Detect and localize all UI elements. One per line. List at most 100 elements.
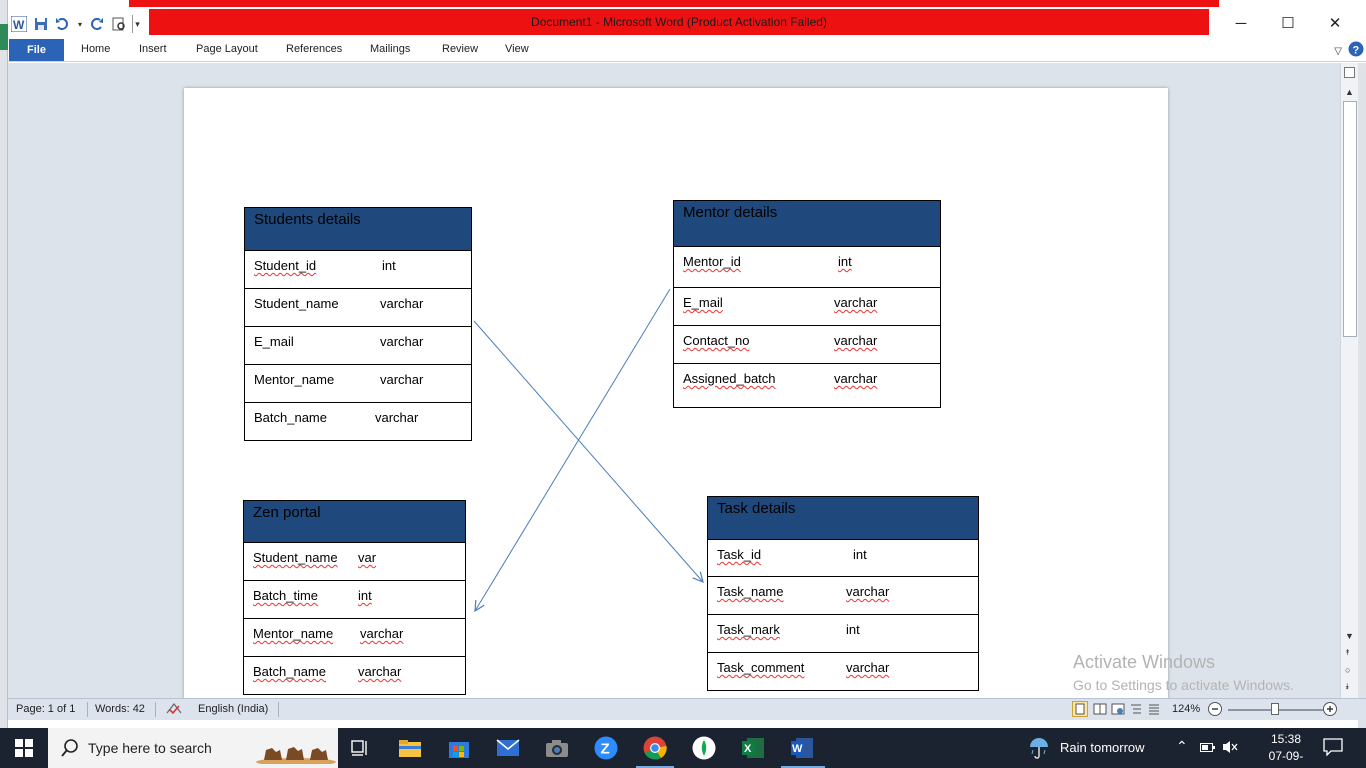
ribbon-tabs: File Home Insert Page Layout References … <box>8 38 1366 62</box>
scroll-down-icon[interactable]: ▼ <box>1345 631 1354 641</box>
taskbar-search-box[interactable]: Type here to search <box>48 728 338 768</box>
tab-references[interactable]: References <box>286 43 343 55</box>
field-name: Task_name <box>717 584 784 599</box>
mongodb-compass-icon[interactable] <box>690 734 718 762</box>
zoom-slider-thumb[interactable] <box>1271 703 1279 715</box>
clock[interactable]: 15:38 07-09-2023 <box>1258 731 1314 768</box>
clock-date: 07-09-2023 <box>1268 749 1304 768</box>
weather-icon[interactable] <box>1028 736 1050 763</box>
title-bar-highlight <box>129 0 1219 7</box>
minimize-button[interactable]: ─ <box>1218 10 1264 36</box>
svg-text:X: X <box>744 743 752 755</box>
zoom-out-icon[interactable] <box>1207 701 1223 720</box>
mail-icon[interactable] <box>494 734 522 762</box>
proofing-icon[interactable] <box>165 701 183 720</box>
field-type: varchar <box>380 372 424 387</box>
word-logo-icon[interactable]: W <box>10 15 28 33</box>
field-name: Mentor_id <box>683 254 741 269</box>
next-page-icon[interactable]: ⯯ <box>1345 682 1350 691</box>
excel-icon[interactable]: X <box>739 734 767 762</box>
save-icon[interactable] <box>32 15 50 33</box>
ribbon-collapse-icon[interactable]: ▽ <box>1334 46 1342 57</box>
field-name: Student_name <box>254 296 339 311</box>
battery-icon[interactable] <box>1200 741 1216 756</box>
tab-view[interactable]: View <box>505 43 529 55</box>
notifications-icon[interactable] <box>1323 738 1343 761</box>
field-name: E_mail <box>254 334 294 349</box>
field-name: Mentor_name <box>253 626 334 641</box>
field-name: Assigned_batch <box>683 371 776 386</box>
tab-home[interactable]: Home <box>81 43 111 55</box>
undo-icon[interactable] <box>54 15 72 33</box>
tab-insert[interactable]: Insert <box>139 43 167 55</box>
maximize-button[interactable]: ☐ <box>1265 10 1311 36</box>
scrollbar-thumb[interactable] <box>1343 101 1357 337</box>
page-count[interactable]: Page: 1 of 1 <box>16 703 76 715</box>
activate-windows-watermark: Activate Windows Go to Settings to activ… <box>1073 652 1294 693</box>
scroll-up-icon[interactable]: ▲ <box>1345 87 1354 97</box>
browse-object-icon[interactable]: ○ <box>1345 665 1351 675</box>
word-taskbar-icon[interactable]: W <box>788 734 816 762</box>
table-title: Mentor details <box>674 201 940 247</box>
tab-file[interactable]: File <box>9 39 64 61</box>
field-type: varchar <box>834 295 878 310</box>
customize-toolbar-icon[interactable]: ▾ <box>132 15 142 33</box>
tab-review[interactable]: Review <box>442 43 479 55</box>
draft-view-icon[interactable] <box>1146 701 1162 720</box>
previous-page-icon[interactable]: ⯭ <box>1345 648 1350 657</box>
task-view-icon[interactable] <box>346 734 374 762</box>
search-placeholder: Type here to search <box>88 740 212 756</box>
field-type: varchar <box>358 664 402 679</box>
search-icon <box>61 739 79 762</box>
language[interactable]: English (India) <box>198 703 269 715</box>
watermark-subtitle: Go to Settings to activate Windows. <box>1073 677 1294 693</box>
field-type: varchar <box>380 296 424 311</box>
camera-icon[interactable] <box>543 734 571 762</box>
help-icon[interactable]: ? <box>1348 41 1364 62</box>
print-layout-icon[interactable] <box>1072 701 1088 720</box>
web-layout-icon[interactable] <box>1110 701 1126 720</box>
vertical-scrollbar[interactable]: ▲ ▼ ⯭ ○ ⯯ <box>1340 63 1358 698</box>
tab-page-layout[interactable]: Page Layout <box>196 43 258 55</box>
quick-access-toolbar: W ▾ ▾ <box>10 13 142 35</box>
field-name: Batch_name <box>254 410 327 425</box>
table-title: Task details <box>708 497 978 540</box>
volume-muted-icon[interactable] <box>1222 740 1238 757</box>
field-type: int <box>853 547 867 562</box>
svg-text:?: ? <box>1353 45 1360 57</box>
print-preview-icon[interactable] <box>110 15 128 33</box>
redo-icon[interactable] <box>88 15 106 33</box>
zoom-level[interactable]: 124% <box>1172 703 1201 715</box>
undo-dropdown-icon[interactable]: ▾ <box>77 19 82 29</box>
file-explorer-icon[interactable] <box>396 734 424 762</box>
chrome-icon[interactable] <box>641 734 669 762</box>
microsoft-store-icon[interactable] <box>445 734 473 762</box>
full-screen-reading-icon[interactable] <box>1092 701 1108 720</box>
close-button[interactable]: ✕ <box>1312 10 1358 36</box>
outline-view-icon[interactable] <box>1128 701 1144 720</box>
field-name: Student_name <box>253 550 338 565</box>
zoom-app-icon[interactable]: Z <box>592 734 620 762</box>
show-hidden-icons-icon[interactable]: ⌃ <box>1176 738 1188 754</box>
word-count[interactable]: Words: 42 <box>95 703 145 715</box>
start-button-icon[interactable] <box>10 734 38 762</box>
ruler-toggle-icon[interactable] <box>1344 67 1355 78</box>
weather-text[interactable]: Rain tomorrow <box>1060 740 1145 755</box>
tab-mailings[interactable]: Mailings <box>370 43 411 55</box>
zoom-in-icon[interactable] <box>1322 701 1338 720</box>
